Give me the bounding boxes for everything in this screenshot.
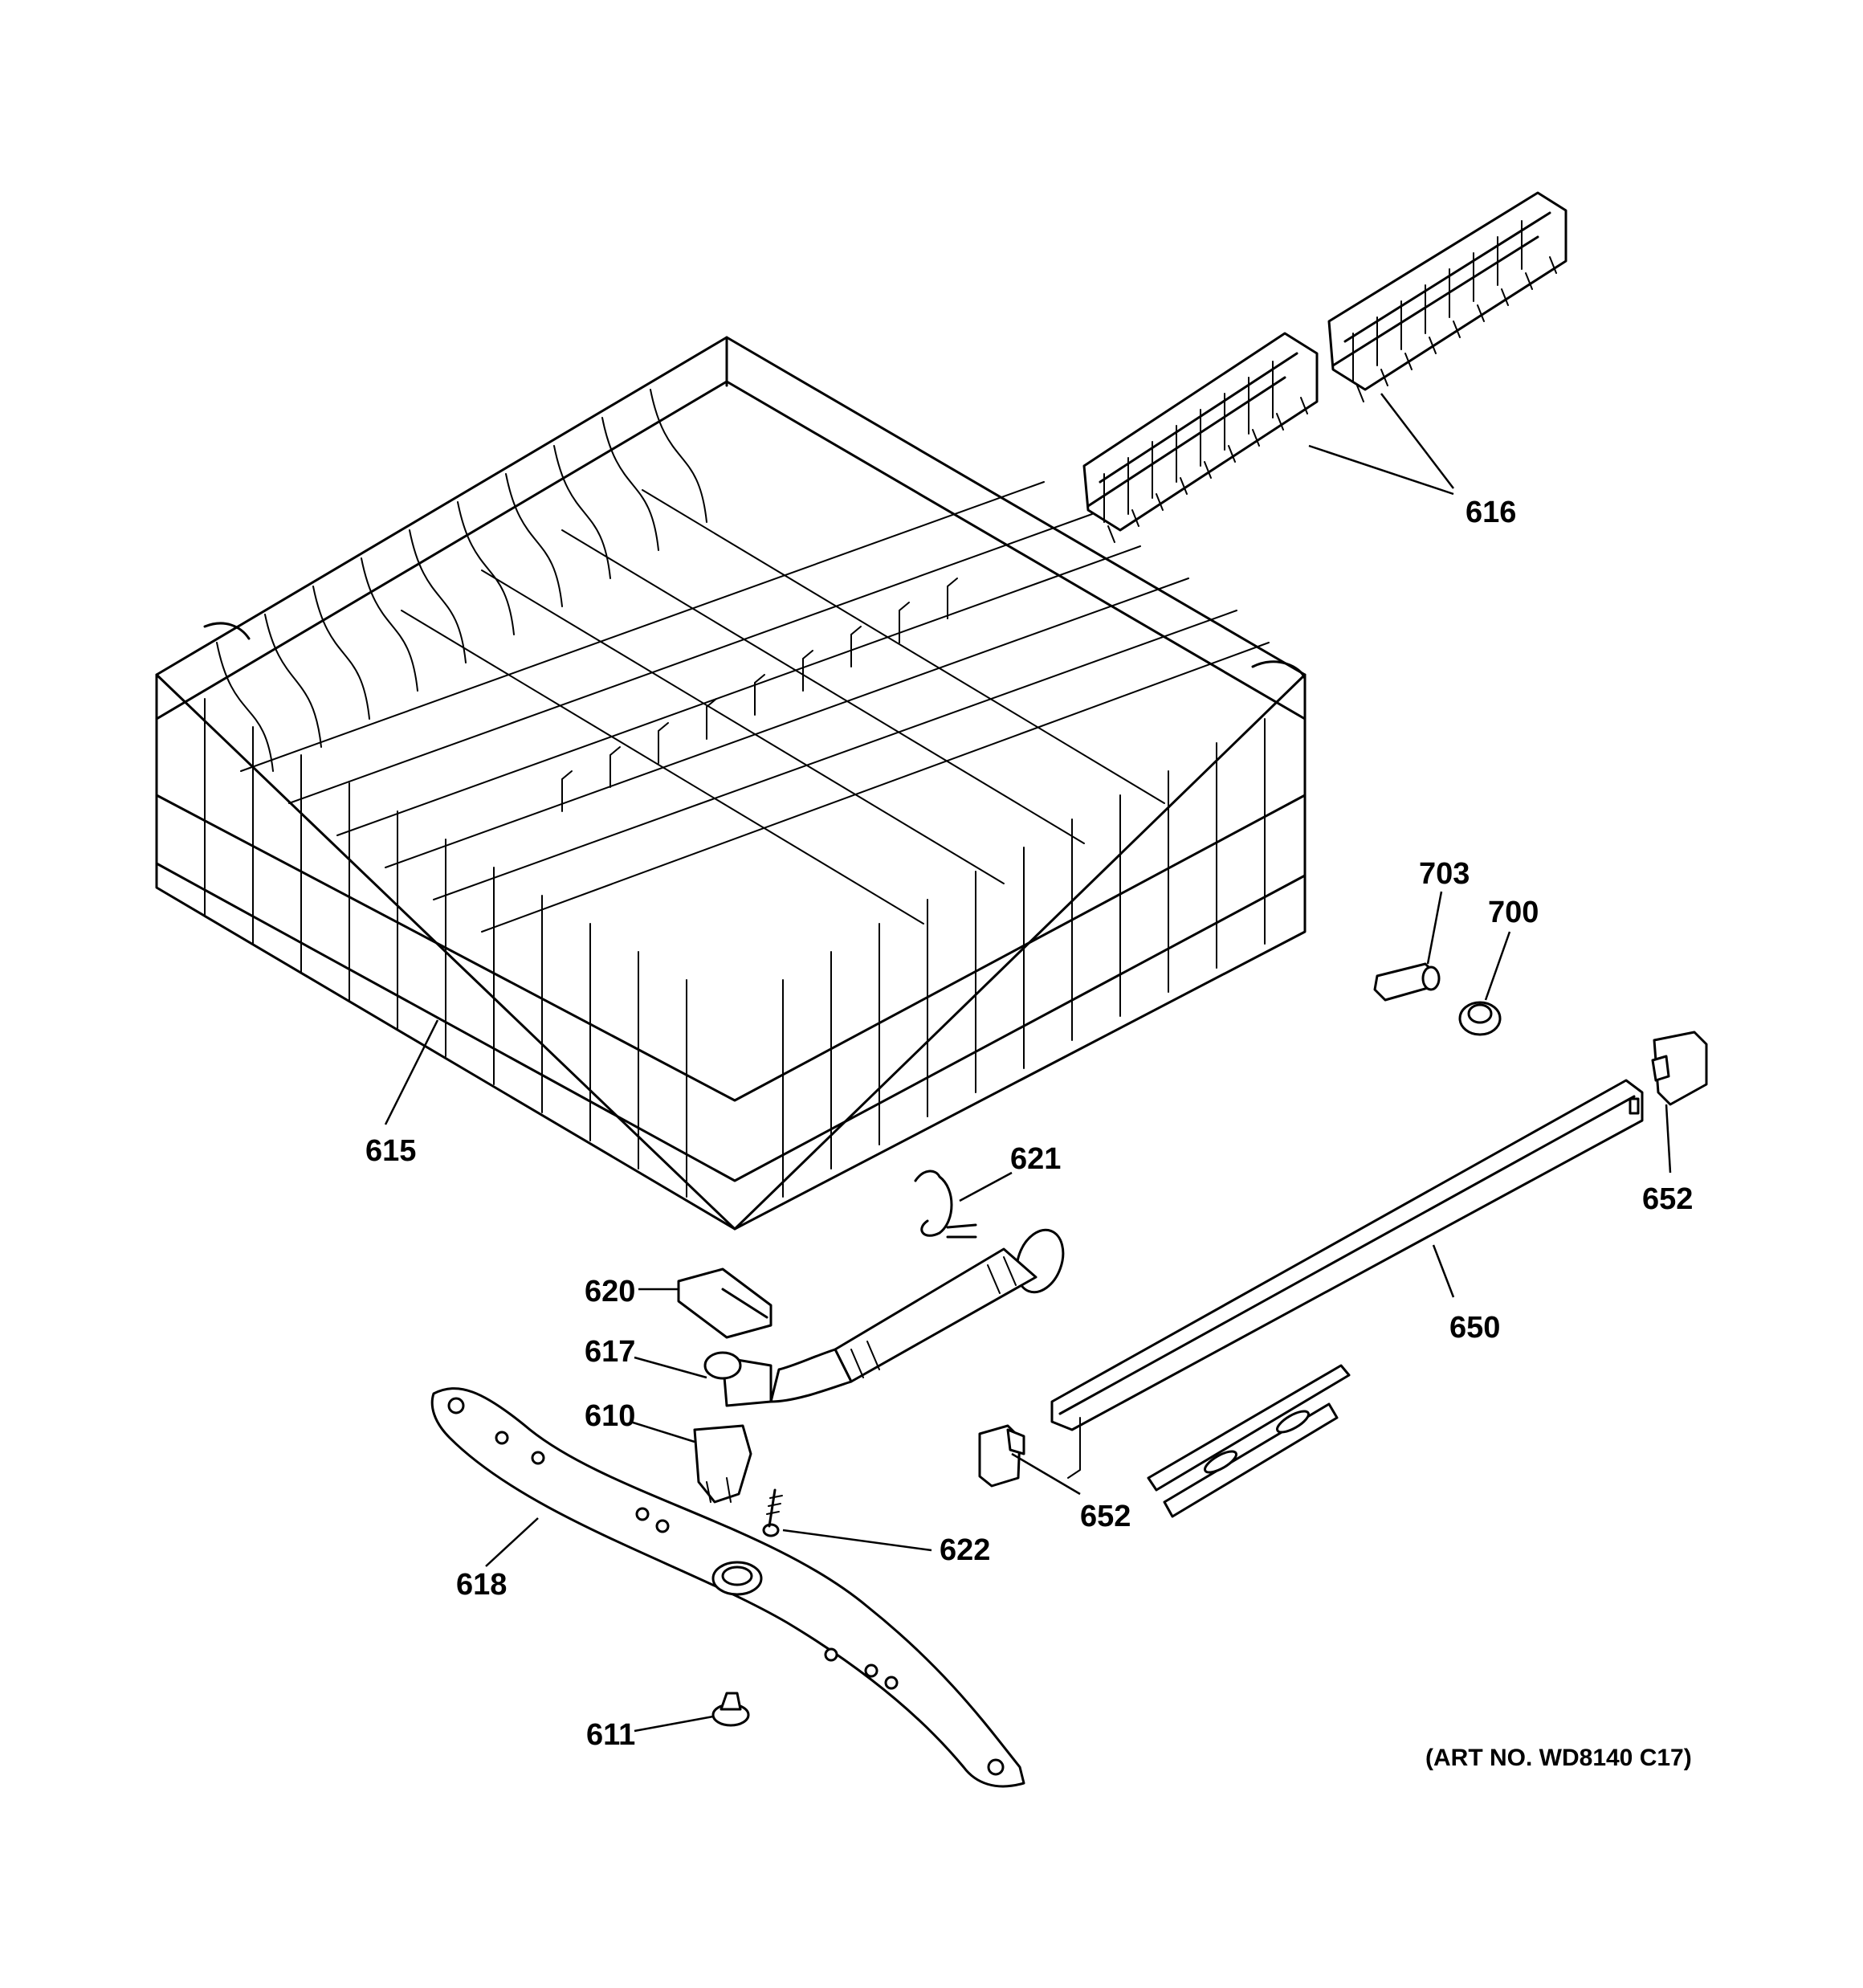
part-618-spray-arm[interactable] (430, 1387, 1025, 1788)
label-652-right: 652 (1642, 1182, 1693, 1216)
part-622-screw[interactable] (762, 1488, 783, 1537)
label-650: 650 (1449, 1311, 1500, 1345)
label-622: 622 (940, 1533, 990, 1567)
part-610-hub[interactable] (693, 1424, 752, 1504)
label-703: 703 (1419, 857, 1470, 891)
part-621-clamp[interactable] (914, 1170, 977, 1239)
tine-row-left (1082, 332, 1319, 543)
label-652-left: 652 (1080, 1500, 1131, 1533)
part-703-clip[interactable] (1373, 962, 1441, 1002)
part-617-supply-tube[interactable] (703, 1223, 1071, 1407)
label-700: 700 (1488, 896, 1539, 929)
part-650-rail[interactable] (1050, 1079, 1644, 1518)
label-621: 621 (1010, 1142, 1061, 1176)
part-616-tine-rows[interactable] (1082, 191, 1567, 543)
label-610: 610 (585, 1399, 635, 1433)
label-616: 616 (1466, 496, 1516, 529)
label-618: 618 (456, 1568, 507, 1602)
tine-row-right (1327, 191, 1567, 402)
label-615: 615 (365, 1134, 416, 1168)
part-652-end-cap-right[interactable] (1651, 1031, 1708, 1106)
label-617: 617 (585, 1335, 635, 1369)
part-620-cap[interactable] (677, 1268, 773, 1339)
part-652-end-cap-left[interactable] (978, 1424, 1025, 1488)
part-611-nut[interactable] (711, 1692, 750, 1727)
label-620: 620 (585, 1275, 635, 1308)
label-611: 611 (586, 1718, 635, 1752)
art-number: (ART NO. WD8140 C17) (1425, 1745, 1692, 1771)
part-700-roller[interactable] (1458, 1001, 1502, 1036)
part-615-upper-rack[interactable] (155, 336, 1307, 1231)
